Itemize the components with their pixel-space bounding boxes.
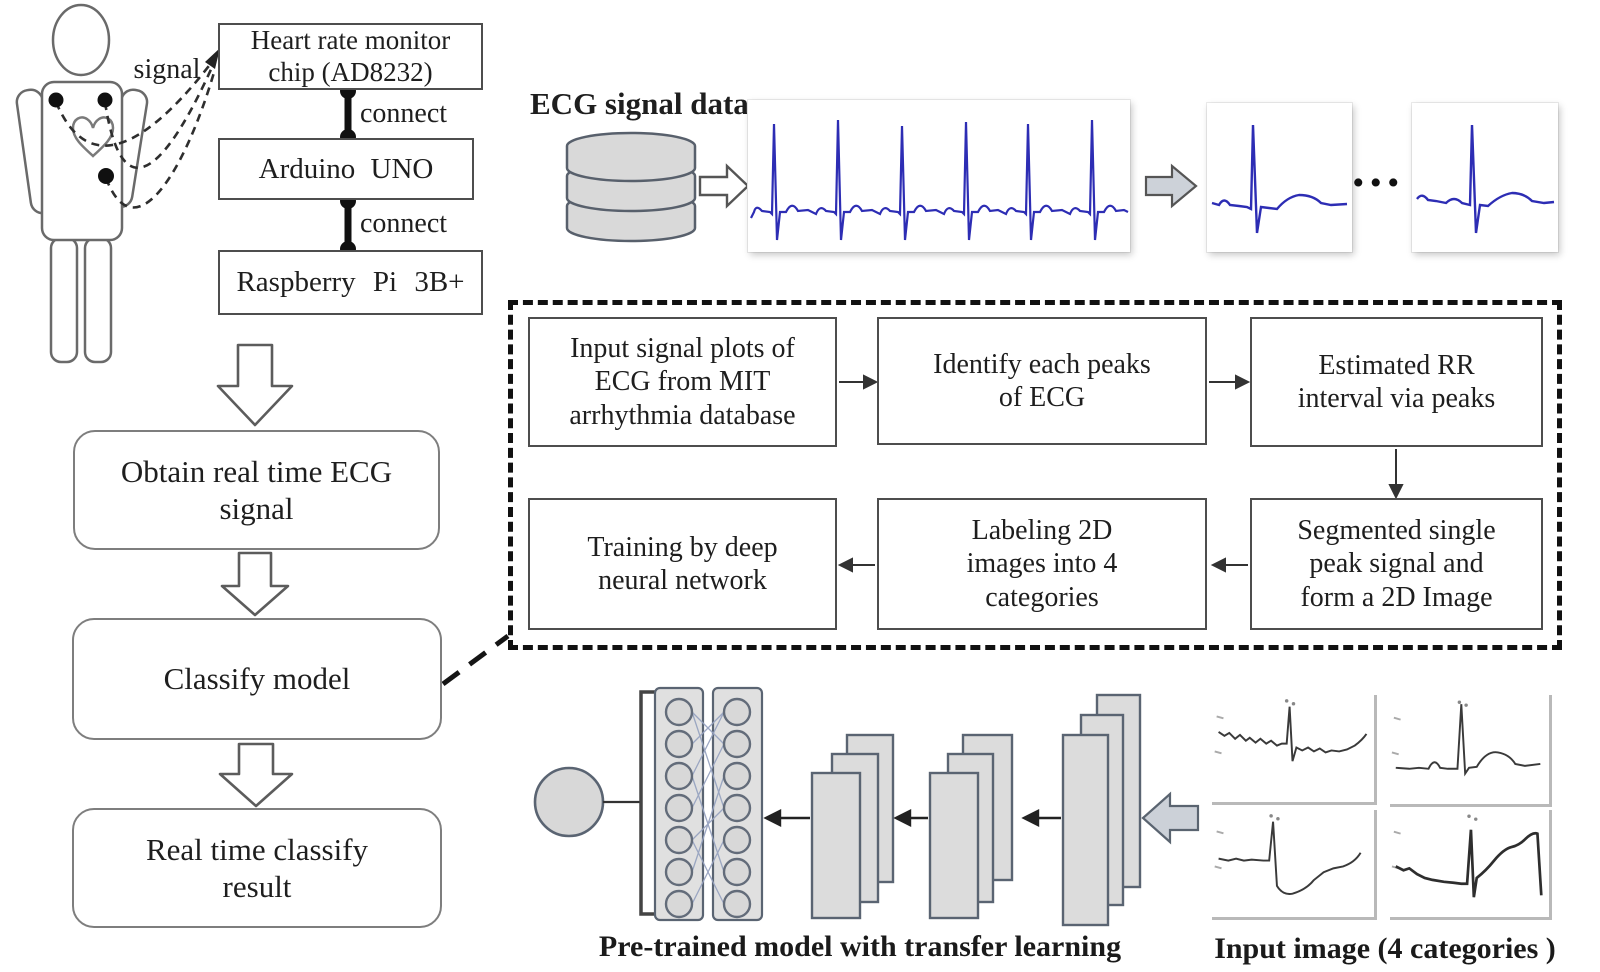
input-image-panel — [1212, 810, 1377, 920]
ecg-beat-trace — [1416, 124, 1555, 234]
strip-to-beat-arrow — [1144, 163, 1198, 209]
ellipsis-dots: ... — [1352, 141, 1405, 197]
connect-label-2: connect — [360, 208, 448, 239]
database-icon — [565, 131, 697, 243]
conv-stack — [1061, 693, 1142, 927]
heart-icon — [71, 116, 115, 158]
db-to-strip-arrow — [698, 163, 750, 209]
input-image-panel — [1390, 810, 1552, 920]
ecg-category-trace — [1391, 700, 1541, 777]
person-leg — [49, 236, 79, 364]
person-right-arm — [105, 88, 149, 209]
connect-label-1: connect — [360, 98, 448, 129]
conv-stack — [928, 733, 1014, 920]
ecg-category-trace — [1214, 814, 1362, 895]
ecg-category-trace — [1214, 699, 1368, 762]
input-image-caption: Input image (4 categories ) — [1214, 932, 1556, 965]
device-box-raspberry-pi: Raspberry Pi 3B+ — [218, 250, 483, 315]
device-box-hr-chip: Heart rate monitor chip (AD8232) — [218, 23, 483, 90]
ecg-beat-panel — [1207, 103, 1352, 252]
person-head — [51, 3, 111, 77]
input-arrow — [1141, 791, 1200, 845]
step-labeling-images: Labeling 2D images into 4 categories — [877, 498, 1207, 630]
input-image-panel — [1390, 695, 1552, 807]
pretrained-caption: Pre-trained model with transfer learning — [598, 930, 1122, 963]
step-input-signal-plots: Input signal plots of ECG from MIT arrhy… — [528, 317, 837, 447]
signal-label: signal — [133, 54, 201, 85]
dense-layer — [711, 686, 764, 922]
ecg-strip-panel — [748, 100, 1130, 252]
electrode-dots — [48, 92, 114, 184]
ecg-strip-trace — [750, 119, 1129, 241]
person-torso — [40, 80, 124, 242]
conv-stack — [810, 733, 895, 920]
step-identify-peaks: Identify each peaks of ECG — [877, 317, 1207, 445]
ecg-beat-panel — [1412, 103, 1558, 252]
step-segment-peak: Segmented single peak signal and form a … — [1250, 498, 1543, 630]
person-left-arm — [15, 88, 58, 215]
flow-box-classify-model: Classify model — [72, 618, 442, 740]
input-image-panel — [1212, 695, 1377, 805]
cnn-diagram — [533, 686, 1200, 927]
bracket — [639, 690, 656, 916]
dense-links — [691, 711, 725, 905]
step-estimate-rr: Estimated RR interval via peaks — [1250, 317, 1543, 447]
dense-layer — [653, 686, 705, 922]
training-pipeline-box — [508, 300, 1562, 650]
person-leg — [83, 236, 113, 364]
step-training-dnn: Training by deep neural network — [528, 498, 837, 630]
ecg-category-trace — [1391, 814, 1543, 898]
dense-nodes — [664, 697, 752, 919]
device-box-arduino: Arduino UNO — [218, 138, 474, 200]
cnn-arrows — [763, 809, 1061, 827]
classify-to-pipeline-link — [441, 633, 510, 687]
output-node — [533, 766, 605, 838]
flow-box-obtain-signal: Obtain real time ECG signal — [73, 430, 440, 550]
ecg-beat-trace — [1211, 124, 1348, 234]
ecg-data-label: ECG signal data — [530, 86, 749, 121]
flow-box-realtime-result: Real time classify result — [72, 808, 442, 928]
